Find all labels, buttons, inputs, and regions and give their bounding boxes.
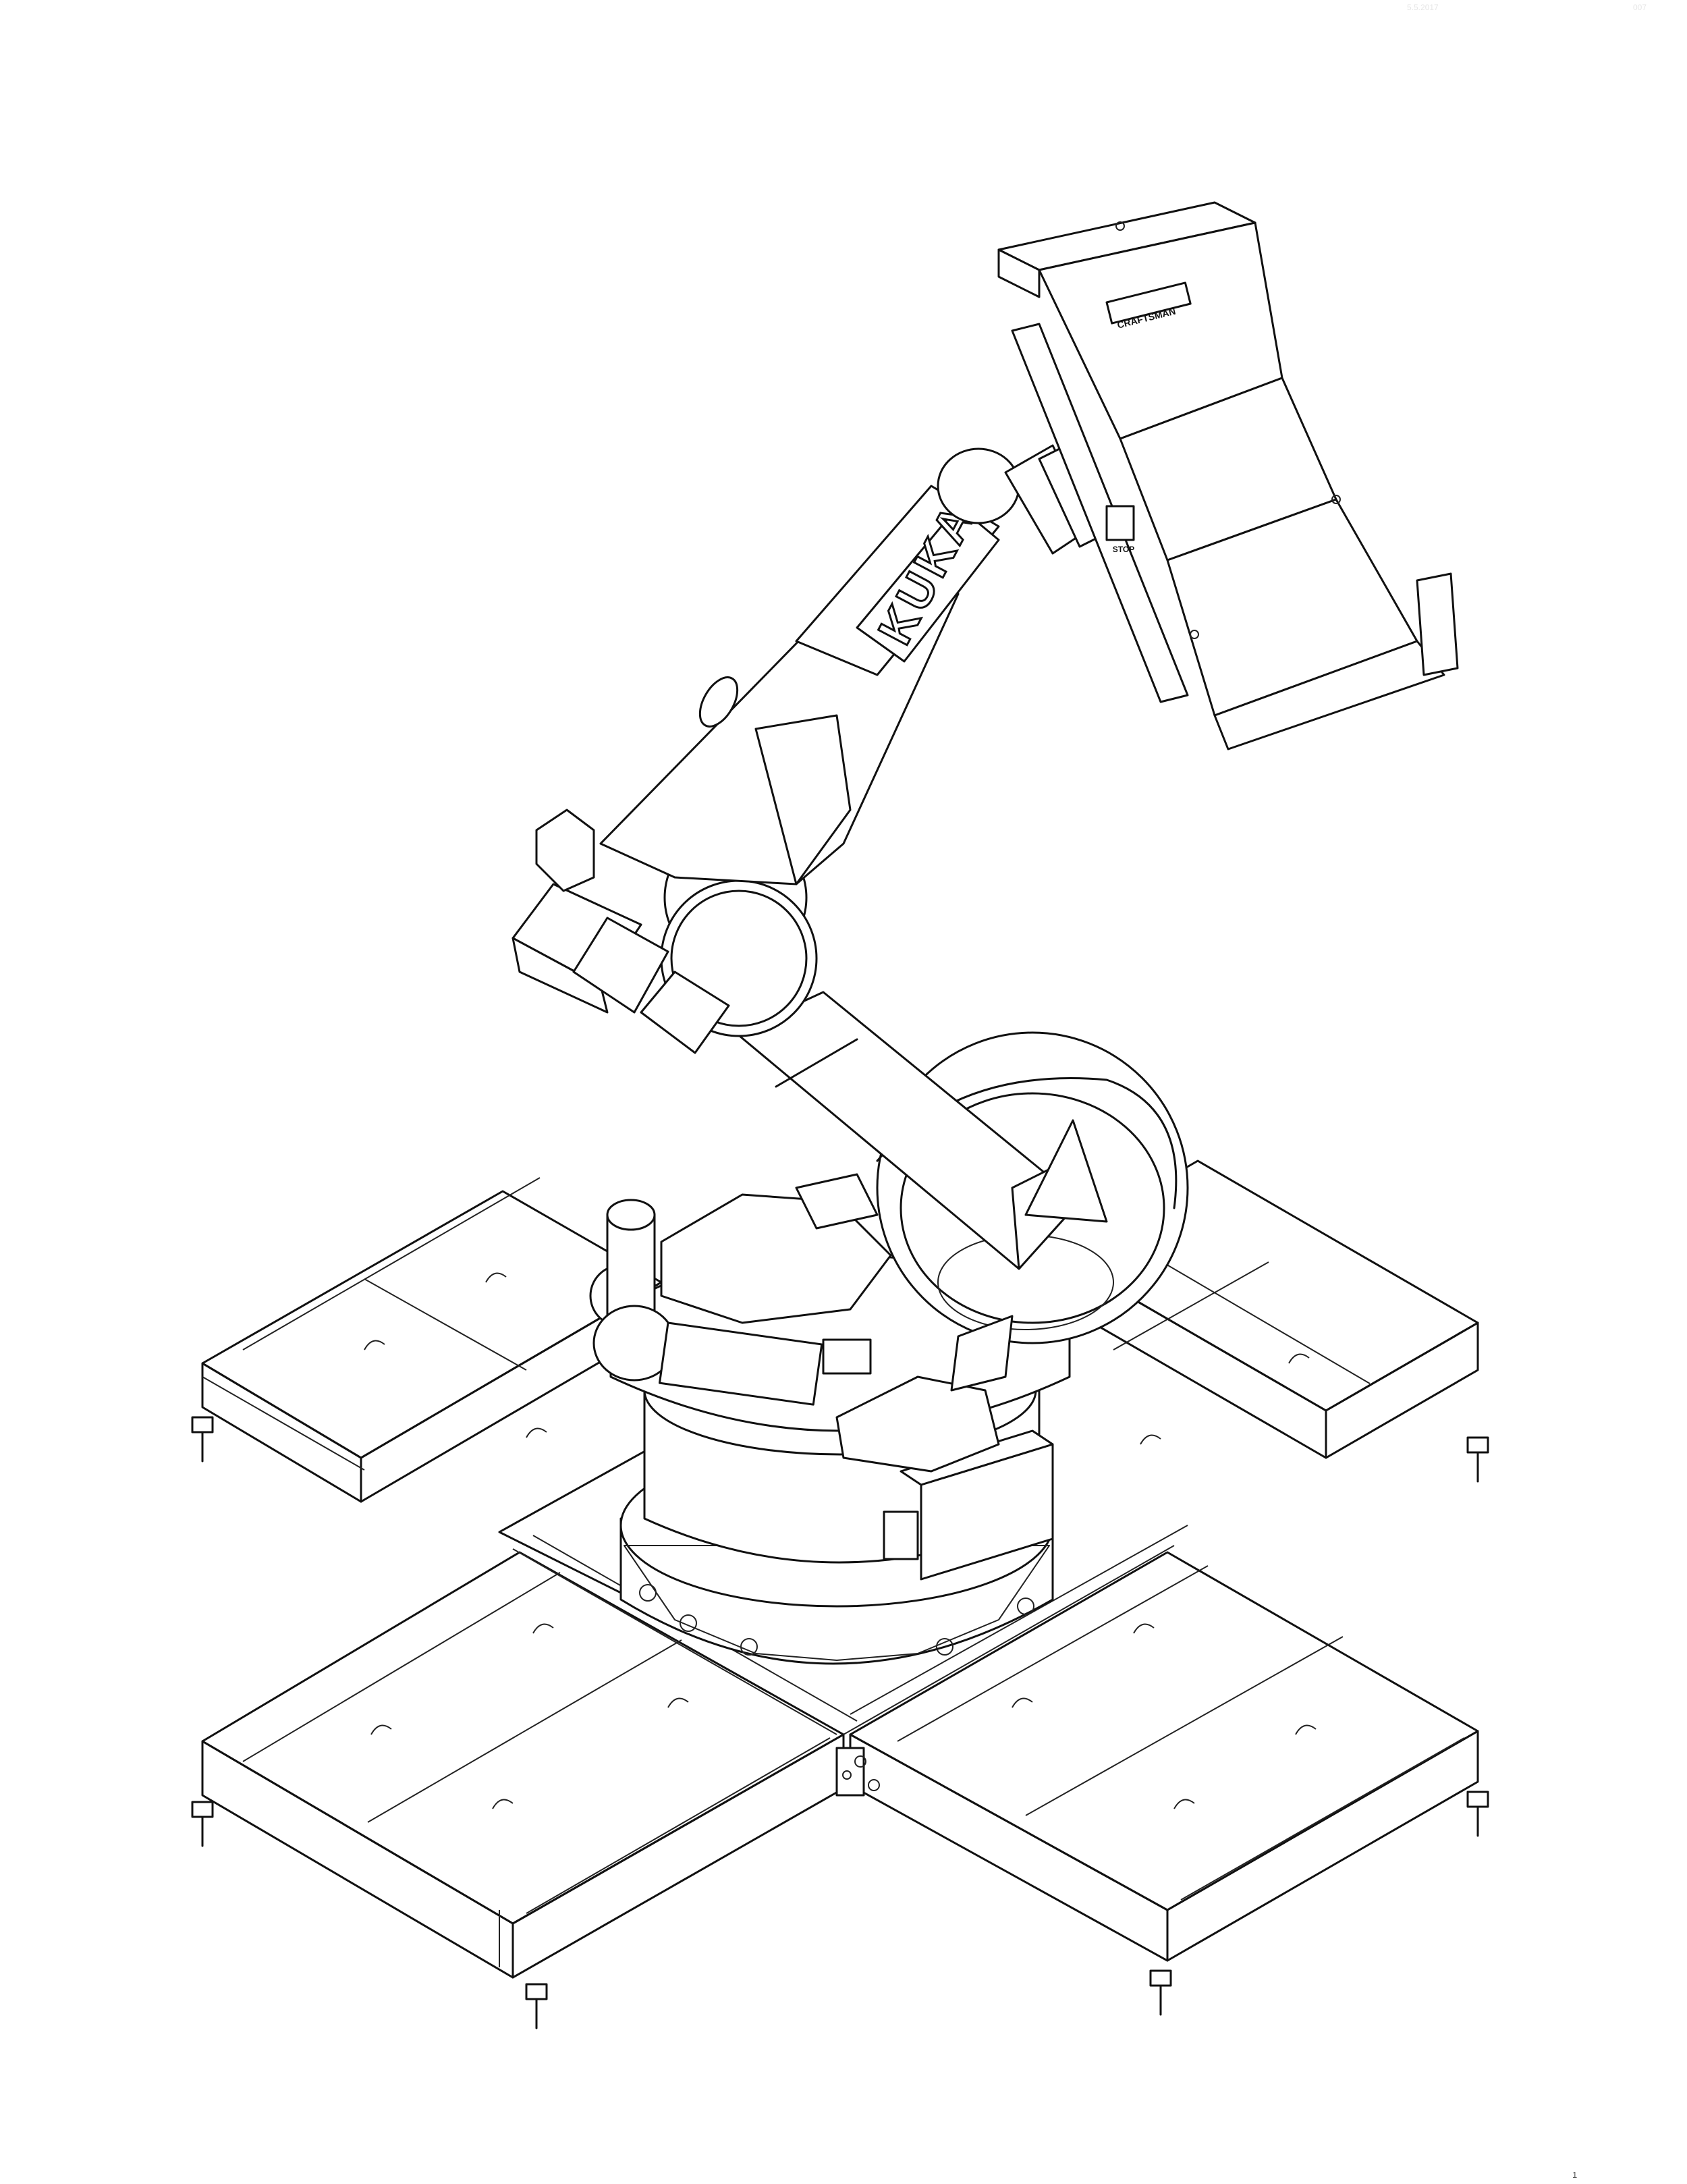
base-arm-upper-left: [201, 1177, 663, 1503]
craftsman-toolbox: CRAFTSMAN STOP: [997, 201, 1459, 750]
robot-upper-arm: KUKA: [599, 485, 1000, 885]
sheet-number-mark: 007: [1633, 3, 1647, 12]
base-center-rails: [498, 1429, 1188, 1797]
stop-label: STOP: [1113, 545, 1134, 554]
robot-elbow: [511, 809, 818, 1054]
leveling-feet: [191, 1416, 1489, 2029]
panel-handles: [364, 1272, 1317, 1809]
robot-lower-arm: [734, 991, 1108, 1270]
page-number: 1: [1572, 2170, 1578, 2180]
sheet-date-mark: 5.5.2017: [1407, 3, 1439, 12]
